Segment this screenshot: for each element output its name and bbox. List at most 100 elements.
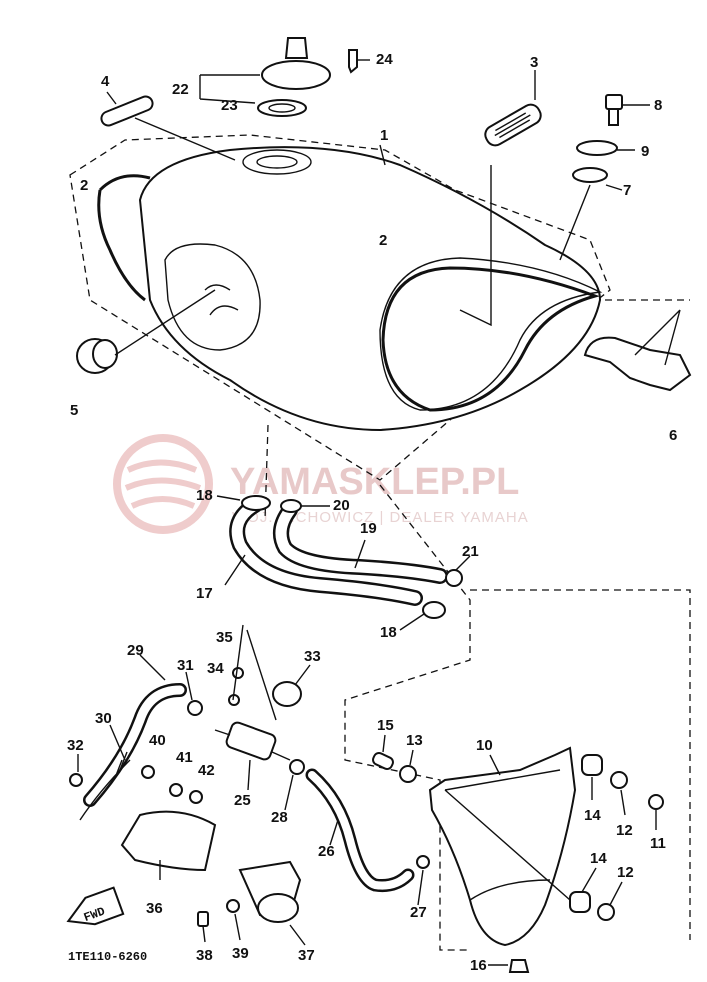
- leader-22: [199, 74, 260, 104]
- callout-10: 10: [476, 737, 493, 754]
- callout-27: 27: [410, 904, 427, 921]
- callout-18-upper: 18: [196, 487, 213, 504]
- callout-11: 11: [650, 835, 666, 852]
- leader-lines: [77, 59, 681, 966]
- leader-33: [294, 664, 311, 686]
- callout-37: 37: [298, 947, 315, 964]
- leader-5: [114, 289, 216, 356]
- fuel-cap: [261, 60, 331, 90]
- fuel-tank-filler-inner: [256, 155, 298, 169]
- leader-21: [455, 555, 471, 571]
- washer-12-lower: [597, 903, 615, 921]
- leader-1b: [459, 165, 492, 327]
- callout-13: 13: [406, 732, 423, 749]
- fuel-tank-side-recess: [379, 257, 603, 411]
- hose-19-inner: [275, 504, 446, 582]
- cover-assembly-outline: [470, 299, 691, 940]
- bolt-40: [141, 765, 155, 779]
- leader-12a: [620, 789, 626, 816]
- clip-18-lower: [422, 601, 446, 619]
- callout-39: 39: [232, 945, 249, 962]
- bolt-8-shank: [608, 108, 619, 126]
- leader-12b: [609, 881, 623, 906]
- callout-35: 35: [216, 629, 233, 646]
- collar-15: [372, 751, 394, 771]
- washer-12-upper: [610, 771, 628, 789]
- clip-31: [187, 700, 203, 716]
- callout-26: 26: [318, 843, 335, 860]
- leader-7: [559, 184, 623, 261]
- callout-9: 9: [641, 143, 649, 160]
- leader-4: [106, 91, 236, 161]
- callout-12-upper: 12: [616, 822, 633, 839]
- callout-8: 8: [654, 97, 662, 114]
- watermark: YAMASKLEP.PL WOJ. CICHOWICZ | DEALER YAM…: [113, 434, 529, 534]
- watermark-logo-stripes: [124, 459, 202, 509]
- fuel-cap-screw: [348, 49, 358, 74]
- leader-17: [224, 554, 246, 586]
- damper-14-upper: [581, 754, 603, 776]
- watermark-brand: YAMASKLEP.PL: [230, 461, 519, 503]
- callout-12-lower: 12: [617, 864, 634, 881]
- leader-6: [634, 309, 681, 366]
- callout-14-upper: 14: [584, 807, 601, 824]
- bolt-8: [605, 94, 623, 126]
- callout-5: 5: [70, 402, 78, 419]
- callout-17: 17: [196, 585, 213, 602]
- callout-24: 24: [376, 51, 393, 68]
- watermark-logo: [113, 434, 213, 534]
- tank-assembly-outline: [69, 134, 611, 481]
- fitting-35-leader: [232, 624, 277, 721]
- hose-assembly-outline: [264, 424, 471, 951]
- leader-10: [489, 754, 501, 776]
- callout-23: 23: [221, 97, 238, 114]
- clip-18-upper: [241, 495, 271, 511]
- damper: [572, 167, 608, 183]
- callout-2-left: 2: [80, 177, 88, 194]
- callout-34: 34: [207, 660, 224, 677]
- clip-28: [289, 759, 305, 775]
- fuel-cap-assembly: [257, 37, 358, 117]
- callout-36: 36: [146, 900, 163, 917]
- tank-strip: [100, 95, 154, 127]
- tank-seal-right: [381, 266, 600, 412]
- nut-42: [189, 790, 203, 804]
- callout-29: 29: [127, 642, 144, 659]
- callout-1: 1: [380, 127, 388, 144]
- leader-15: [382, 734, 386, 753]
- watermark-subtitle: WOJ. CICHOWICZ | DEALER YAMAHA: [232, 509, 529, 526]
- fuel-tank-body: [138, 146, 602, 432]
- screw-11: [648, 794, 664, 810]
- nut-13: [399, 765, 417, 783]
- leader-18b: [399, 613, 425, 631]
- washer-39: [226, 899, 240, 913]
- tank-seal-left: [97, 174, 151, 302]
- clip-32: [69, 773, 83, 787]
- callout-42: 42: [198, 762, 215, 779]
- clamp-33: [272, 681, 302, 707]
- leader-25: [247, 759, 251, 791]
- collar: [576, 140, 618, 156]
- tank-bracket: [583, 336, 692, 392]
- fuel-tank-bottom-outlet: [204, 284, 239, 316]
- fuel-cap-gasket-inner: [268, 103, 296, 113]
- callout-21: 21: [462, 543, 479, 560]
- callout-14-lower: 14: [590, 850, 607, 867]
- callout-4: 4: [101, 73, 110, 90]
- hose-17-inner: [231, 499, 421, 604]
- fuel-filter-ports: [214, 729, 291, 761]
- leader-18a: [216, 495, 241, 501]
- callout-32: 32: [67, 737, 84, 754]
- nut-41: [169, 783, 183, 797]
- leader-29: [139, 654, 166, 681]
- hose-29-inner: [85, 685, 185, 805]
- hose-30: [79, 751, 131, 821]
- clip-20: [280, 499, 302, 513]
- fuel-tank-filler-neck: [242, 149, 312, 175]
- side-cover-edge: [444, 769, 561, 901]
- leader-39: [234, 913, 241, 941]
- emblem: [484, 103, 542, 147]
- callout-30: 30: [95, 710, 112, 727]
- callout-6: 6: [669, 427, 677, 444]
